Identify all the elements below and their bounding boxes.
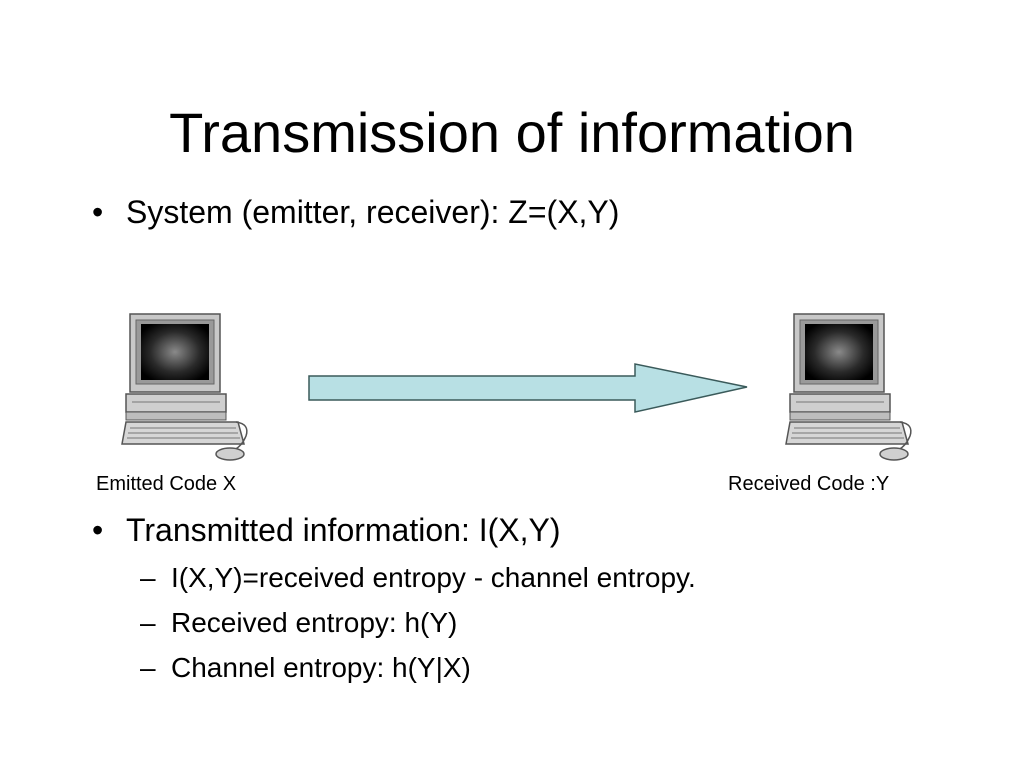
emitter-label: Emitted Code X (96, 473, 237, 495)
sub-bullet-text: Channel entropy: h(Y|X) (171, 652, 471, 683)
bullet-transmitted: • Transmitted information: I(X,Y) (92, 510, 561, 550)
bullet-marker: • (92, 194, 104, 230)
sub-bullet-definition: –I(X,Y)=received entropy - channel entro… (140, 561, 696, 595)
sub-bullet-channel-entropy: –Channel entropy: h(Y|X) (140, 651, 471, 685)
bullet-marker: • (92, 512, 104, 548)
sub-bullet-marker: – (140, 607, 156, 638)
transmission-arrow-icon (308, 363, 748, 413)
sub-bullet-text: I(X,Y)=received entropy - channel entrop… (171, 562, 696, 593)
emitter-computer-icon (121, 313, 248, 461)
sub-bullet-received-entropy: –Received entropy: h(Y) (140, 606, 457, 640)
bullet-text: System (emitter, receiver): Z=(X,Y) (126, 194, 620, 230)
bullet-text: Transmitted information: I(X,Y) (126, 512, 561, 548)
sub-bullet-marker: – (140, 652, 156, 683)
slide-title: Transmission of information (169, 101, 855, 164)
sub-bullet-marker: – (140, 562, 156, 593)
receiver-computer-icon (785, 313, 912, 461)
bullet-system: • System (emitter, receiver): Z=(X,Y) (92, 192, 619, 232)
sub-bullet-text: Received entropy: h(Y) (171, 607, 458, 638)
receiver-label: Received Code :Y (728, 473, 890, 495)
